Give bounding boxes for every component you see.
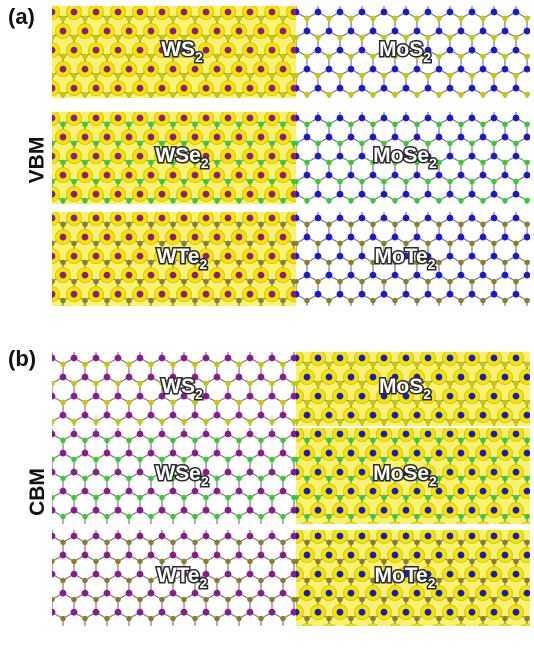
material-label-wse: WSe2 [155, 462, 209, 489]
material-label-wse: WSe2 [155, 144, 209, 171]
material-label-mose: MoSe2 [373, 144, 437, 171]
material-label-mote: MoTe2 [374, 564, 435, 591]
strip-cbm-2: WTe2 MoTe2 [17, 502, 534, 654]
material-label-mote: MoTe2 [374, 245, 435, 272]
material-label-mose: MoSe2 [373, 462, 437, 489]
material-label-mos: MoS2 [379, 38, 431, 65]
material-label-wte: WTe2 [157, 564, 208, 591]
